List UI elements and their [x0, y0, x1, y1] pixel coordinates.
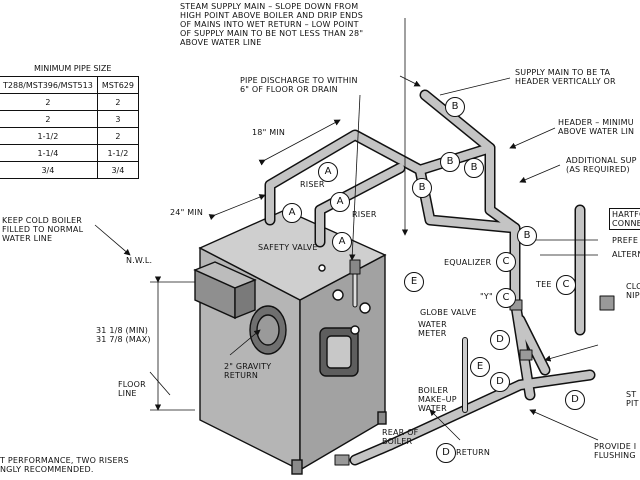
callout-d: D [490, 372, 510, 392]
additional-supply-note: ADDITIONAL SUP (AS REQUIRED) [566, 156, 637, 174]
leader-lines [94, 18, 599, 441]
gravity-return-label: 2" GRAVITY RETURN [224, 362, 272, 380]
callout-b: B [464, 158, 484, 178]
footnote: T PERFORMANCE, TWO RISERS NGLY RECOMMEND… [0, 456, 129, 474]
callout-a: A [332, 232, 352, 252]
boiler-makeup-water-label: BOILER MAKE–UP WATER [418, 386, 457, 413]
header-minimum-note: HEADER – MINIMU ABOVE WATER LIN [558, 118, 635, 136]
table-cell: 1-1/4 [0, 144, 98, 162]
table-header: MST629 [96, 76, 139, 94]
floor-line-label: FLOOR LINE [118, 380, 146, 398]
pipe-size-table-title: MINIMUM PIPE SIZE [34, 64, 112, 73]
callout-d: D [490, 330, 510, 350]
pipe-discharge-note: PIPE DISCHARGE TO WITHIN 6" OF FLOOR OR … [240, 76, 358, 94]
callout-e: E [470, 357, 490, 377]
keep-cold-boiler-note: KEEP COLD BOILER FILLED TO NORMAL WATER … [2, 216, 84, 243]
table-cell: 3/4 [0, 161, 98, 179]
table-cell: 3 [96, 110, 139, 128]
callout-a: A [282, 203, 302, 223]
steam-supply-main-note: STEAM SUPPLY MAIN – SLOPE DOWN FROM HIGH… [180, 2, 364, 47]
return-label: RETURN [456, 448, 491, 457]
callout-a: A [330, 192, 350, 212]
table-cell: 3/4 [96, 161, 139, 179]
hartford-connection-box: HARTFO CONNE [609, 208, 640, 230]
alternate-label: ALTERN [612, 250, 640, 259]
steam-pitch-label: ST PIT [626, 390, 639, 408]
riser-label: RISER [352, 210, 377, 219]
equalizer-label: EQUALIZER [444, 258, 492, 267]
rear-of-boiler-label: REAR OF BOILER [382, 428, 419, 446]
table-cell: 2 [96, 93, 139, 111]
normal-water-line-label: N.W.L. [126, 256, 153, 265]
callout-c: C [556, 275, 576, 295]
callout-c: C [496, 252, 516, 272]
callout-b: B [517, 226, 537, 246]
table-cell: 2 [96, 127, 139, 145]
safety-valve-label: SAFETY VALVE [258, 243, 318, 252]
globe-valve-label: GLOBE VALVE [420, 308, 477, 317]
callout-b: B [440, 152, 460, 172]
close-nipple-label: CLO NIP [626, 282, 640, 300]
water-line-height-dims: 31 1/8 (MIN) 31 7/8 (MAX) [96, 326, 151, 344]
callout-b: B [445, 97, 465, 117]
eighteen-min-dim: 18" MIN [252, 128, 286, 137]
supply-main-header-note: SUPPLY MAIN TO BE TA HEADER VERTICALLY O… [515, 68, 616, 86]
table-cell: 2 [0, 110, 98, 128]
table-header: T288/MST396/MST513 [0, 76, 98, 94]
callout-e: E [404, 272, 424, 292]
callout-d: D [436, 443, 456, 463]
steam-piping [264, 89, 615, 466]
tee-label: TEE [536, 280, 552, 289]
callout-d: D [565, 390, 585, 410]
water-meter-label: WATER METER [418, 320, 447, 338]
table-cell: 1-1/2 [0, 127, 98, 145]
boiler-top-face [198, 209, 387, 301]
callout-a: A [318, 162, 338, 182]
y-fitting-label: "Y" [480, 292, 493, 301]
twentyfour-min-dim: 24" MIN [170, 208, 204, 217]
boiler [193, 209, 387, 475]
table-cell: 2 [0, 93, 98, 111]
table-cell: 1-1/2 [96, 144, 139, 162]
callout-b: B [412, 178, 432, 198]
preferred-label: PREFE [612, 236, 639, 245]
provide-flushing-label: PROVIDE I FLUSHING [594, 442, 637, 460]
callout-c: C [496, 288, 516, 308]
riser-label: RISER [300, 180, 325, 189]
